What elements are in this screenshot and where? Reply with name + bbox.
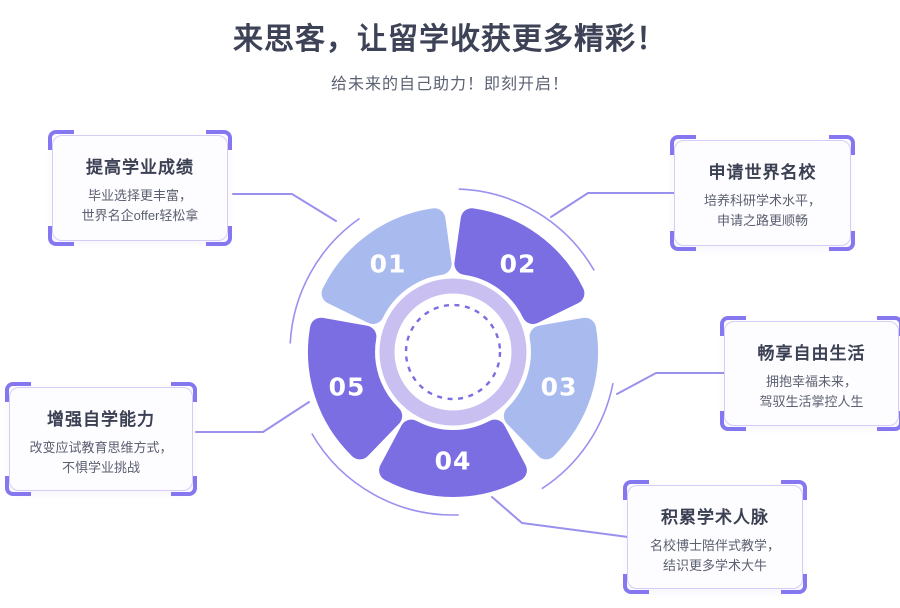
card-text-line: 世界名企offer轻松拿 (81, 208, 199, 223)
corner-bracket-icon (171, 476, 197, 496)
wheel-segment-number-02: 02 (500, 250, 537, 279)
decor-arc-bottom-left (311, 433, 459, 516)
corner-bracket-icon (877, 411, 900, 431)
wheel-segment-number-01: 01 (370, 250, 407, 279)
corner-bracket-icon (829, 231, 855, 251)
decor-arc-upper-left (289, 217, 360, 344)
card-text-line: 不惧学业挑战 (61, 460, 140, 475)
wheel-segment-number-04: 04 (435, 447, 472, 476)
card-self-study: 增强自学能力 改变应试教育思维方式， 不惧学业挑战 (5, 382, 197, 496)
corner-bracket-icon (781, 480, 807, 500)
card-text-line: 拥抱幸福未来， (765, 374, 857, 389)
card-free-life: 畅享自由生活 拥抱幸福未来， 驾驭生活掌控人生 (720, 316, 900, 431)
corner-bracket-icon (5, 476, 31, 496)
corner-bracket-icon (670, 135, 696, 155)
corner-bracket-icon (720, 411, 746, 431)
card-text-line: 毕业选择更丰富， (87, 188, 192, 203)
corner-bracket-icon (206, 130, 232, 150)
corner-bracket-icon (5, 382, 31, 402)
wheel-segment-04 (379, 419, 527, 497)
wheel-segment-02 (454, 208, 585, 324)
corner-bracket-icon (48, 130, 74, 150)
card-text-line: 结识更多学术大牛 (662, 558, 767, 573)
corner-bracket-icon (877, 316, 900, 336)
card-academic-network: 积累学术人脉 名校博士陪伴式教学， 结识更多学术大牛 (623, 480, 807, 594)
header: 来思客，让留学收获更多精彩！ 给未来的自己助力！即刻开启！ (0, 14, 900, 94)
card-text-line: 名校博士陪伴式教学， (649, 538, 780, 553)
corner-bracket-icon (171, 382, 197, 402)
card-apply-schools: 申请世界名校 培养科研学术水平， 申请之路更顺畅 (670, 135, 855, 251)
card-title: 提高学业成绩 (86, 158, 194, 177)
wheel-segment-01 (321, 208, 452, 324)
decor-arc-top-right (458, 188, 595, 271)
connector-line-card1 (232, 193, 337, 222)
wheel-segment-number-05: 05 (329, 373, 366, 402)
page-title: 来思客，让留学收获更多精彩！ (233, 23, 667, 56)
connector-line-card4 (491, 496, 629, 538)
corner-bracket-icon (48, 226, 74, 246)
card-title: 畅享自由生活 (757, 344, 866, 363)
card-text-line: 培养科研学术水平， (703, 193, 821, 208)
card-title: 申请世界名校 (708, 163, 817, 182)
corner-bracket-icon (720, 316, 746, 336)
card-text-line: 申请之路更顺畅 (716, 213, 808, 228)
corner-bracket-icon (829, 135, 855, 155)
corner-bracket-icon (781, 574, 807, 594)
card-title: 积累学术人脉 (661, 508, 769, 527)
corner-bracket-icon (206, 226, 232, 246)
corner-bracket-icon (670, 231, 696, 251)
card-improve-grades: 提高学业成绩 毕业选择更丰富， 世界名企offer轻松拿 (48, 130, 232, 246)
card-text-line: 驾驭生活掌控人生 (759, 394, 864, 409)
wheel-segment-03 (503, 317, 598, 460)
connector-line-card2 (550, 192, 676, 218)
page-subtitle: 给未来的自己助力！即刻开启！ (330, 76, 569, 93)
connector-line-card5 (195, 401, 310, 433)
corner-bracket-icon (623, 574, 649, 594)
connector-line-card3 (616, 372, 726, 395)
wheel-segment-number-03: 03 (541, 373, 578, 402)
wheel-segment-05 (308, 317, 403, 460)
corner-bracket-icon (623, 480, 649, 500)
wheel-center-ring (379, 278, 527, 426)
decor-arc-right (541, 382, 614, 490)
wheel-center-dashed-circle (404, 303, 502, 401)
card-title: 增强自学能力 (47, 410, 155, 429)
card-text-line: 改变应试教育思维方式， (29, 440, 173, 455)
